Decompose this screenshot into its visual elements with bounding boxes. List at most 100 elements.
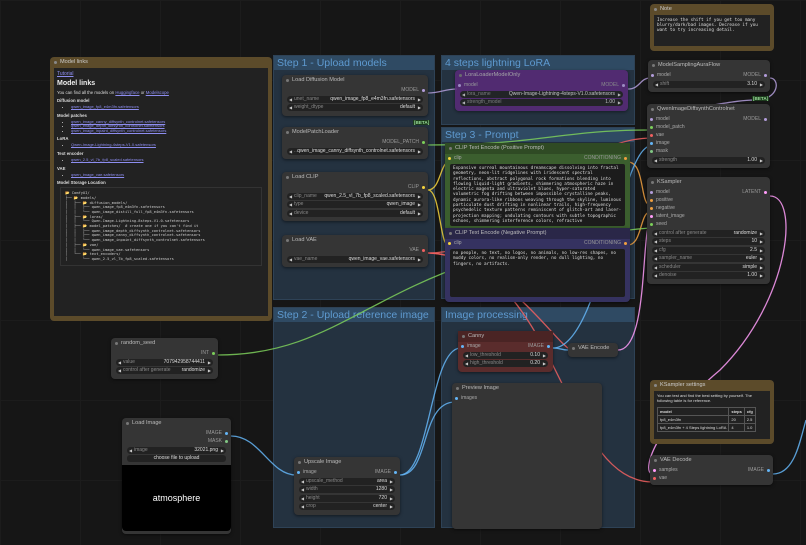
output-slot-model[interactable]: MODEL xyxy=(743,115,767,123)
node-title[interactable]: Preview Image xyxy=(452,383,602,394)
slot-dot-icon[interactable] xyxy=(422,140,425,144)
node-clip-pos[interactable]: CLIP Text Encode (Positive Prompt)clip CO… xyxy=(445,143,630,231)
widget-unet-name[interactable]: unet_nameqwen_image_fp8_e4m3fn.safetenso… xyxy=(287,95,423,103)
input-slot-vae[interactable]: vae xyxy=(650,131,664,139)
node-load-image[interactable]: Load ImageIMAGEMASKimage32021.pngchoose … xyxy=(122,418,231,534)
output-slot-image[interactable]: IMAGE xyxy=(375,468,397,476)
node-title[interactable]: Upscale Image xyxy=(294,457,400,468)
model-download-link[interactable]: qwen_2.5_vl_7b_fp8_scaled.safetensors xyxy=(71,156,144,162)
node-vae-encode[interactable]: VAE Encode xyxy=(568,343,618,357)
model-links-note[interactable]: Model links Tutorial Model links You can… xyxy=(50,57,272,321)
output-slot-mask[interactable]: MASK xyxy=(208,437,228,445)
node-aura[interactable]: ModelSamplingAuraFlowmodelMODELshift3.10 xyxy=(648,60,770,92)
node-title[interactable]: VAE Encode xyxy=(568,343,618,354)
prompt-textarea[interactable]: Expansive surreal mountainous dreamscape… xyxy=(450,164,625,226)
slot-dot-icon[interactable] xyxy=(624,241,627,245)
node-title[interactable]: ModelSamplingAuraFlow xyxy=(648,60,770,71)
slot-dot-icon[interactable] xyxy=(650,214,653,218)
slot-dot-icon[interactable] xyxy=(225,439,228,443)
input-slot-negative[interactable]: negative xyxy=(650,204,675,212)
node-patch-loader[interactable]: ModelPatchLoaderMODEL_PATCH...qwen_image… xyxy=(282,127,428,159)
node-title[interactable]: VAE Decode xyxy=(650,455,773,466)
slot-dot-icon[interactable] xyxy=(455,396,458,400)
slot-dot-icon[interactable] xyxy=(764,73,767,77)
model-download-link[interactable]: qwen_image_vae.safetensors xyxy=(71,171,125,177)
slot-dot-icon[interactable] xyxy=(651,73,654,77)
slot-dot-icon[interactable] xyxy=(422,88,425,92)
slot-dot-icon[interactable] xyxy=(650,149,653,153)
input-slot-clip[interactable]: clip xyxy=(448,154,462,162)
input-slot-samples[interactable]: samples xyxy=(653,466,678,474)
slot-dot-icon[interactable] xyxy=(448,241,451,245)
model-download-link[interactable]: qwen_image_inpaint_diffsynth_controlnet.… xyxy=(71,127,167,133)
huggingface-link[interactable]: Huggingface xyxy=(115,90,140,95)
slot-dot-icon[interactable] xyxy=(394,470,397,474)
node-title[interactable]: Load Diffusion Model xyxy=(282,75,428,86)
node-lora[interactable]: LoraLoaderModelOnlymodelMODELlora_nameQw… xyxy=(455,70,628,111)
input-slot-model[interactable]: model xyxy=(458,81,478,89)
input-slot-positive[interactable]: positive xyxy=(650,196,673,204)
output-slot-conditioning[interactable]: CONDITIONING xyxy=(584,154,627,162)
slot-dot-icon[interactable] xyxy=(422,248,425,252)
slot-dot-icon[interactable] xyxy=(448,156,451,160)
input-slot-mask[interactable]: mask xyxy=(650,147,668,155)
slot-dot-icon[interactable] xyxy=(212,351,215,355)
node-load-diffusion[interactable]: Load Diffusion ModelMODELunet_nameqwen_i… xyxy=(282,75,428,116)
model-download-link[interactable]: qwen_image_canny_diffsynth_controlnet.sa… xyxy=(71,118,166,124)
node-title[interactable]: ModelPatchLoader xyxy=(282,127,428,138)
input-slot-image[interactable]: image xyxy=(461,342,481,350)
slot-dot-icon[interactable] xyxy=(650,190,653,194)
input-slot-model-patch[interactable]: model_patch xyxy=(650,123,685,131)
prompt-textarea[interactable]: no people, no text, no logos, no animals… xyxy=(450,249,625,297)
slot-dot-icon[interactable] xyxy=(461,344,464,348)
input-slot-model[interactable]: model xyxy=(651,71,671,79)
ksampler-settings-note[interactable]: KSampler settings You can test and find … xyxy=(650,380,774,444)
node-title[interactable]: QwenImageDiffsynthControlnet xyxy=(647,104,770,115)
output-slot-latent[interactable]: LATENT xyxy=(742,188,767,196)
slot-dot-icon[interactable] xyxy=(225,431,228,435)
slot-dot-icon[interactable] xyxy=(650,117,653,121)
node-title[interactable]: Load VAE xyxy=(282,235,428,246)
output-slot-model-patch[interactable]: MODEL_PATCH xyxy=(382,138,425,146)
node-title[interactable]: CLIP Text Encode (Positive Prompt) xyxy=(445,143,630,154)
input-slot-latent-image[interactable]: latent_image xyxy=(650,212,685,220)
slot-dot-icon[interactable] xyxy=(653,468,656,472)
input-slot-image[interactable]: image xyxy=(650,139,670,147)
slot-dot-icon[interactable] xyxy=(650,222,653,226)
slot-dot-icon[interactable] xyxy=(297,470,300,474)
output-slot-vae[interactable]: VAE xyxy=(409,246,425,254)
output-slot-image[interactable]: IMAGE xyxy=(528,342,550,350)
slot-dot-icon[interactable] xyxy=(650,198,653,202)
input-slot-image[interactable]: image xyxy=(297,468,317,476)
slot-dot-icon[interactable] xyxy=(458,83,461,87)
node-title[interactable]: KSampler xyxy=(647,177,770,188)
model-download-link[interactable]: qwen_image_depth_diffsynth_controlnet.sa… xyxy=(71,123,165,129)
input-slot-vae[interactable]: vae xyxy=(653,474,667,482)
output-slot-model[interactable]: MODEL xyxy=(401,86,425,94)
node-title[interactable]: Load CLIP xyxy=(282,172,428,183)
slot-dot-icon[interactable] xyxy=(624,156,627,160)
node-title[interactable]: random_seed xyxy=(111,338,218,349)
output-slot-int[interactable]: INT xyxy=(201,349,215,357)
slot-dot-icon[interactable] xyxy=(650,125,653,129)
slot-dot-icon[interactable] xyxy=(422,185,425,189)
